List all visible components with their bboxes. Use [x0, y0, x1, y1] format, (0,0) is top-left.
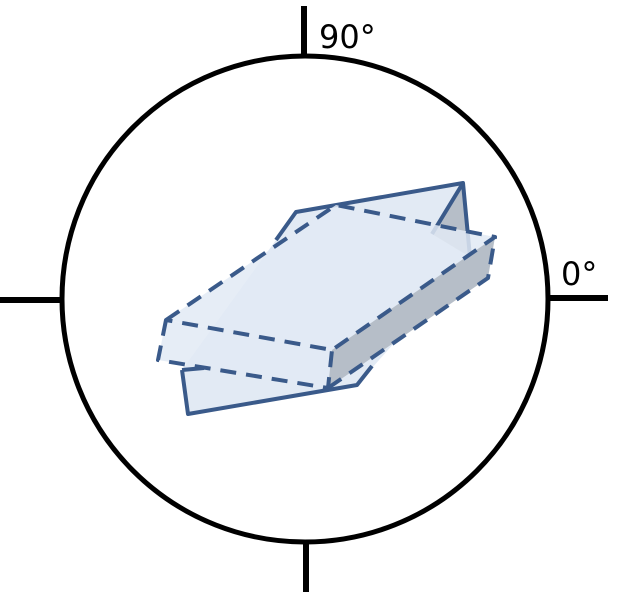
dashed-plate	[156, 203, 497, 390]
label-0-degrees: 0°	[561, 255, 597, 293]
dashed-plate-side-face	[328, 237, 495, 388]
solid-plate-outline	[274, 181, 472, 258]
label-90-degrees: 90°	[319, 18, 376, 56]
solid-plate-lower-outline	[180, 364, 374, 416]
dashed-plate-side-outline	[326, 236, 497, 390]
dashed-plate-top-face	[166, 205, 495, 350]
dashed-plate-front-face	[158, 320, 332, 388]
